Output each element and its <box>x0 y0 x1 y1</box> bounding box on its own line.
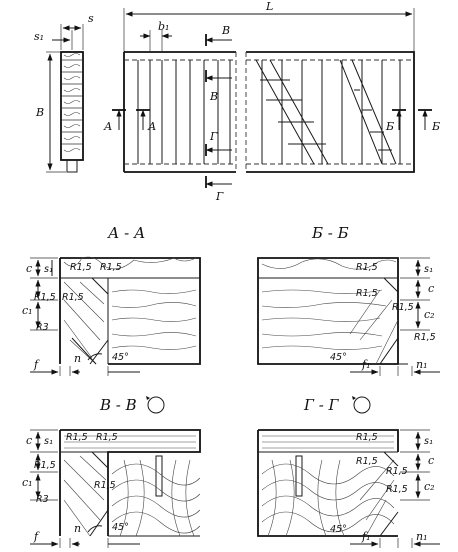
cut-label-V-mid: В <box>209 90 218 103</box>
vv-angle: 45° <box>112 522 129 533</box>
section-title-bb: Б - Б <box>311 224 349 242</box>
bb-r15-a: R1,5 <box>356 262 378 273</box>
dim-s: s <box>88 12 94 25</box>
aa-c1: c₁ <box>22 304 33 317</box>
gg-r15-a: R1,5 <box>356 432 378 443</box>
aa-c: c <box>26 262 32 275</box>
bb-f1: f₁ <box>361 358 370 371</box>
vv-r15-a: R1,5 <box>66 432 88 443</box>
aa-r3: R3 <box>36 322 49 333</box>
bb-r15-b: R1,5 <box>356 288 378 299</box>
panel-side-view <box>46 24 84 173</box>
section-gg-drawing <box>257 429 440 548</box>
section-bb-drawing <box>257 257 440 376</box>
cut-label-G-mid: Г <box>209 130 218 143</box>
rotation-icon-2 <box>353 396 371 414</box>
section-aa-drawing <box>30 256 201 376</box>
aa-r15-b: R1,5 <box>100 262 122 273</box>
dim-L: L <box>265 0 273 13</box>
vv-r15-b: R1,5 <box>96 432 118 443</box>
vv-c1: c₁ <box>22 476 33 489</box>
vv-r15-c: R1,5 <box>34 460 56 471</box>
gg-c2: c₂ <box>424 480 435 493</box>
bb-c2: c₂ <box>424 308 435 321</box>
bb-angle: 45° <box>330 352 347 363</box>
cut-label-V-top: В <box>221 24 230 37</box>
aa-s1: s₁ <box>44 264 53 275</box>
bb-s1: s₁ <box>424 264 433 275</box>
gg-r15-c: R1,5 <box>386 466 408 477</box>
vv-r15-d: R1,5 <box>94 480 116 491</box>
aa-angle: 45° <box>112 352 129 363</box>
cut-label-A-left: А <box>103 120 112 133</box>
section-title-vv: В - В <box>99 396 137 414</box>
rotation-icon <box>147 396 165 414</box>
cut-label-G-bottom: Г <box>215 190 224 203</box>
vv-f: f <box>33 530 40 543</box>
gg-s1: s₁ <box>424 436 433 447</box>
gg-r15-d: R1,5 <box>386 484 408 495</box>
dim-s1: s₁ <box>34 30 44 43</box>
dim-b1: b₁ <box>158 20 169 33</box>
aa-r15-c: R1,5 <box>34 292 56 303</box>
vv-s1: s₁ <box>44 436 53 447</box>
gg-angle: 45° <box>330 524 347 535</box>
vv-n: n <box>74 522 81 535</box>
gg-n1: n₁ <box>416 530 428 543</box>
cut-label-A-right: А <box>147 120 156 133</box>
aa-n: n <box>74 352 81 365</box>
gg-f1: f₁ <box>361 530 370 543</box>
section-title-gg: Г - Г <box>303 396 340 414</box>
dim-B: B <box>35 106 44 119</box>
bb-c: c <box>428 282 434 295</box>
gg-c: c <box>428 454 434 467</box>
bb-r15-c: R1,5 <box>392 302 414 313</box>
section-title-aa: А - А <box>107 224 145 242</box>
panel-front-view <box>112 8 432 188</box>
bb-r15-d: R1,5 <box>414 332 436 343</box>
aa-r15-d: R1,5 <box>62 292 84 303</box>
aa-r15-a: R1,5 <box>70 262 92 273</box>
bb-n1: n₁ <box>416 358 428 371</box>
section-vv-drawing <box>30 429 201 548</box>
vv-c: c <box>26 434 32 447</box>
gg-r15-b: R1,5 <box>356 456 378 467</box>
aa-f: f <box>33 358 40 371</box>
cut-label-B-right: Б <box>431 120 440 133</box>
vv-r3: R3 <box>36 494 49 505</box>
cut-label-B-left: Б <box>385 120 394 133</box>
